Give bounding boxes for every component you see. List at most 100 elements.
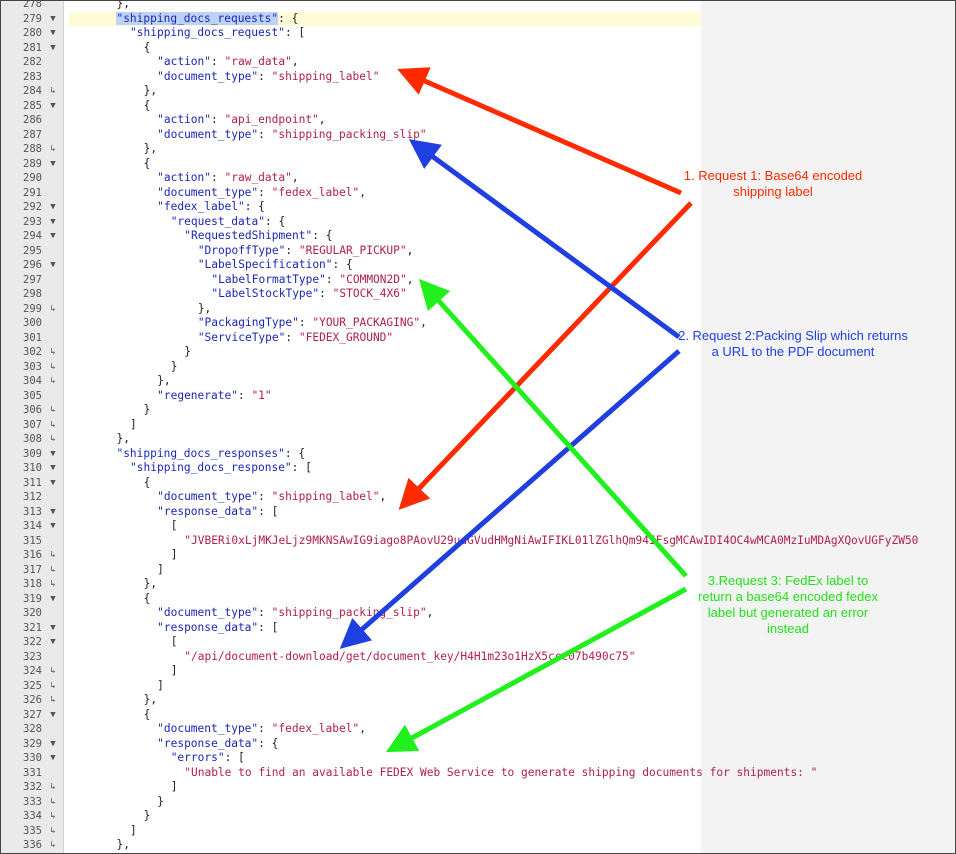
code-line[interactable]: 302↳} (1, 345, 955, 360)
fold-toggle-icon[interactable]: ▼ (50, 260, 56, 270)
arrow-request2-to-request-slip (408, 139, 681, 340)
code-line[interactable]: 319▼{ (1, 592, 955, 607)
arrow-request1-to-request-label (397, 67, 683, 196)
code-line[interactable]: 309▼"shipping_docs_responses": { (1, 447, 955, 462)
code-line[interactable]: 289▼{ (1, 157, 955, 172)
code-line[interactable]: 297"LabelFormatType": "COMMON2D", (1, 273, 955, 288)
code-line[interactable]: 283"document_type": "shipping_label" (1, 70, 955, 85)
code-text: "shipping_docs_responses": { (116, 447, 305, 462)
code-line[interactable]: 325↳] (1, 679, 955, 694)
fold-toggle-icon[interactable]: ▼ (50, 216, 56, 227)
code-line[interactable]: 278}, (1, 1, 955, 12)
code-line[interactable]: 305"regenerate": "1" (1, 389, 955, 404)
fold-toggle-icon[interactable]: ▼ (50, 100, 56, 111)
code-line[interactable]: 287"document_type": "shipping_packing_sl… (1, 128, 955, 143)
code-line[interactable]: 279▼"shipping_docs_requests": { (1, 11, 955, 26)
code-line[interactable]: 290"action": "raw_data", (1, 171, 955, 186)
editor-margin-area (701, 1, 955, 853)
line-number: 314 (23, 520, 42, 532)
code-line[interactable]: 332↳] (1, 780, 955, 795)
code-line[interactable]: 295"DropoffType": "REGULAR_PICKUP", (1, 244, 955, 259)
fold-toggle-icon[interactable]: ▼ (50, 593, 56, 604)
code-line[interactable]: 286"action": "api_endpoint", (1, 113, 955, 128)
code-line[interactable]: 282"action": "raw_data", (1, 55, 955, 70)
fold-toggle-icon[interactable]: ▼ (50, 202, 56, 212)
code-line[interactable]: 292▼"fedex_label": { (1, 200, 955, 215)
code-line[interactable]: 321▼"response_data": [ (1, 621, 955, 636)
code-line[interactable]: 310▼"shipping_docs_response": [ (1, 461, 955, 476)
code-line[interactable]: 314▼[ (1, 519, 955, 534)
fold-toggle-icon[interactable]: ▼ (50, 158, 56, 169)
json-string: "STOCK_4X6" (332, 287, 407, 300)
fold-toggle-icon[interactable]: ▼ (50, 521, 56, 531)
code-line[interactable]: 298"LabelStockType": "STOCK_4X6" (1, 287, 955, 302)
code-text: "PackagingType": "YOUR_PACKAGING", (198, 316, 427, 331)
code-line[interactable]: 315"JVBERi0xLjMKJeLjz9MKNSAwIG9iago8PAov… (1, 534, 955, 549)
code-line[interactable]: 316↳] (1, 548, 955, 563)
fold-end-icon: ↳ (50, 376, 56, 386)
code-line[interactable]: 299↳}, (1, 302, 955, 317)
code-line[interactable]: 285▼{ (1, 99, 955, 114)
json-string: "/api/document-download/get/document_key… (184, 649, 636, 663)
fold-end-icon: ↳ (50, 579, 56, 589)
fold-end-icon: ↳ (50, 782, 56, 792)
fold-toggle-icon[interactable]: ▼ (50, 738, 56, 749)
code-line[interactable]: 311▼{ (1, 476, 955, 491)
json-string: "fedex_label" (271, 722, 360, 735)
code-line[interactable]: 334↳} (1, 809, 955, 824)
code-line[interactable]: 291"document_type": "fedex_label", (1, 186, 955, 201)
code-line[interactable]: 300"PackagingType": "YOUR_PACKAGING", (1, 316, 955, 331)
code-line[interactable]: 322▼[ (1, 635, 955, 650)
code-line[interactable]: 318↳}, (1, 577, 955, 592)
code-line[interactable]: 317↳] (1, 563, 955, 578)
code-line[interactable]: 336↳}, (1, 838, 955, 853)
code-line[interactable]: 324↳] (1, 664, 955, 679)
code-line[interactable]: 296▼"LabelSpecification": { (1, 258, 955, 273)
code-text: } (171, 360, 178, 375)
json-punctuation: }, (143, 142, 158, 155)
json-punctuation: , (359, 722, 366, 735)
code-text: "document_type": "shipping_label", (157, 490, 386, 505)
code-line[interactable]: 308↳}, (1, 432, 955, 447)
code-line[interactable]: 327▼{ (1, 708, 955, 723)
code-text: "JVBERi0xLjMKJeLjz9MKNSAwIG9iago8PAovU29… (184, 534, 918, 549)
fold-toggle-icon[interactable]: ▼ (50, 477, 56, 488)
fold-toggle-icon[interactable]: ▼ (50, 622, 56, 633)
code-line[interactable]: 329▼"response_data": { (1, 737, 955, 752)
fold-toggle-icon[interactable]: ▼ (50, 753, 56, 763)
fold-toggle-icon[interactable]: ▼ (50, 448, 56, 459)
code-line[interactable]: 313▼"response_data": [ (1, 505, 955, 520)
fold-toggle-icon[interactable]: ▼ (50, 231, 56, 241)
code-line[interactable]: 306↳} (1, 403, 955, 418)
code-line[interactable]: 284↳}, (1, 84, 955, 99)
code-line[interactable]: 331"Unable to find an available FEDEX We… (1, 766, 955, 781)
code-line[interactable]: 333↳} (1, 795, 955, 810)
code-line[interactable]: 307↳] (1, 418, 955, 433)
fold-toggle-icon[interactable]: ▼ (50, 13, 56, 24)
code-line[interactable]: 293▼"request_data": { (1, 215, 955, 230)
fold-toggle-icon[interactable]: ▼ (50, 42, 56, 53)
fold-toggle-icon[interactable]: ▼ (50, 28, 56, 38)
code-line[interactable]: 294▼"RequestedShipment": { (1, 229, 955, 244)
json-key: "document_type" (157, 722, 259, 735)
code-line[interactable]: 288↳}, (1, 142, 955, 157)
code-line[interactable]: 328"document_type": "fedex_label", (1, 722, 955, 737)
code-line[interactable]: 280▼"shipping_docs_request": [ (1, 26, 955, 41)
code-line[interactable]: 301"ServiceType": "FEDEX_GROUND" (1, 331, 955, 346)
json-punctuation: { (143, 40, 151, 54)
code-line[interactable]: 303↳} (1, 360, 955, 375)
code-text: }, (144, 84, 157, 99)
fold-toggle-icon[interactable]: ▼ (50, 463, 56, 473)
code-line[interactable]: 323"/api/document-download/get/document_… (1, 650, 955, 665)
line-number: 290 (23, 172, 42, 184)
code-line[interactable]: 330▼"errors": [ (1, 751, 955, 766)
code-line[interactable]: 281▼{ (1, 41, 955, 56)
code-line[interactable]: 312"document_type": "shipping_label", (1, 490, 955, 505)
fold-toggle-icon[interactable]: ▼ (50, 506, 56, 517)
code-line[interactable]: 326↳}, (1, 693, 955, 708)
fold-toggle-icon[interactable]: ▼ (50, 637, 56, 647)
code-line[interactable]: 304↳}, (1, 374, 955, 389)
fold-toggle-icon[interactable]: ▼ (50, 709, 56, 720)
code-line[interactable]: 335↳] (1, 824, 955, 839)
